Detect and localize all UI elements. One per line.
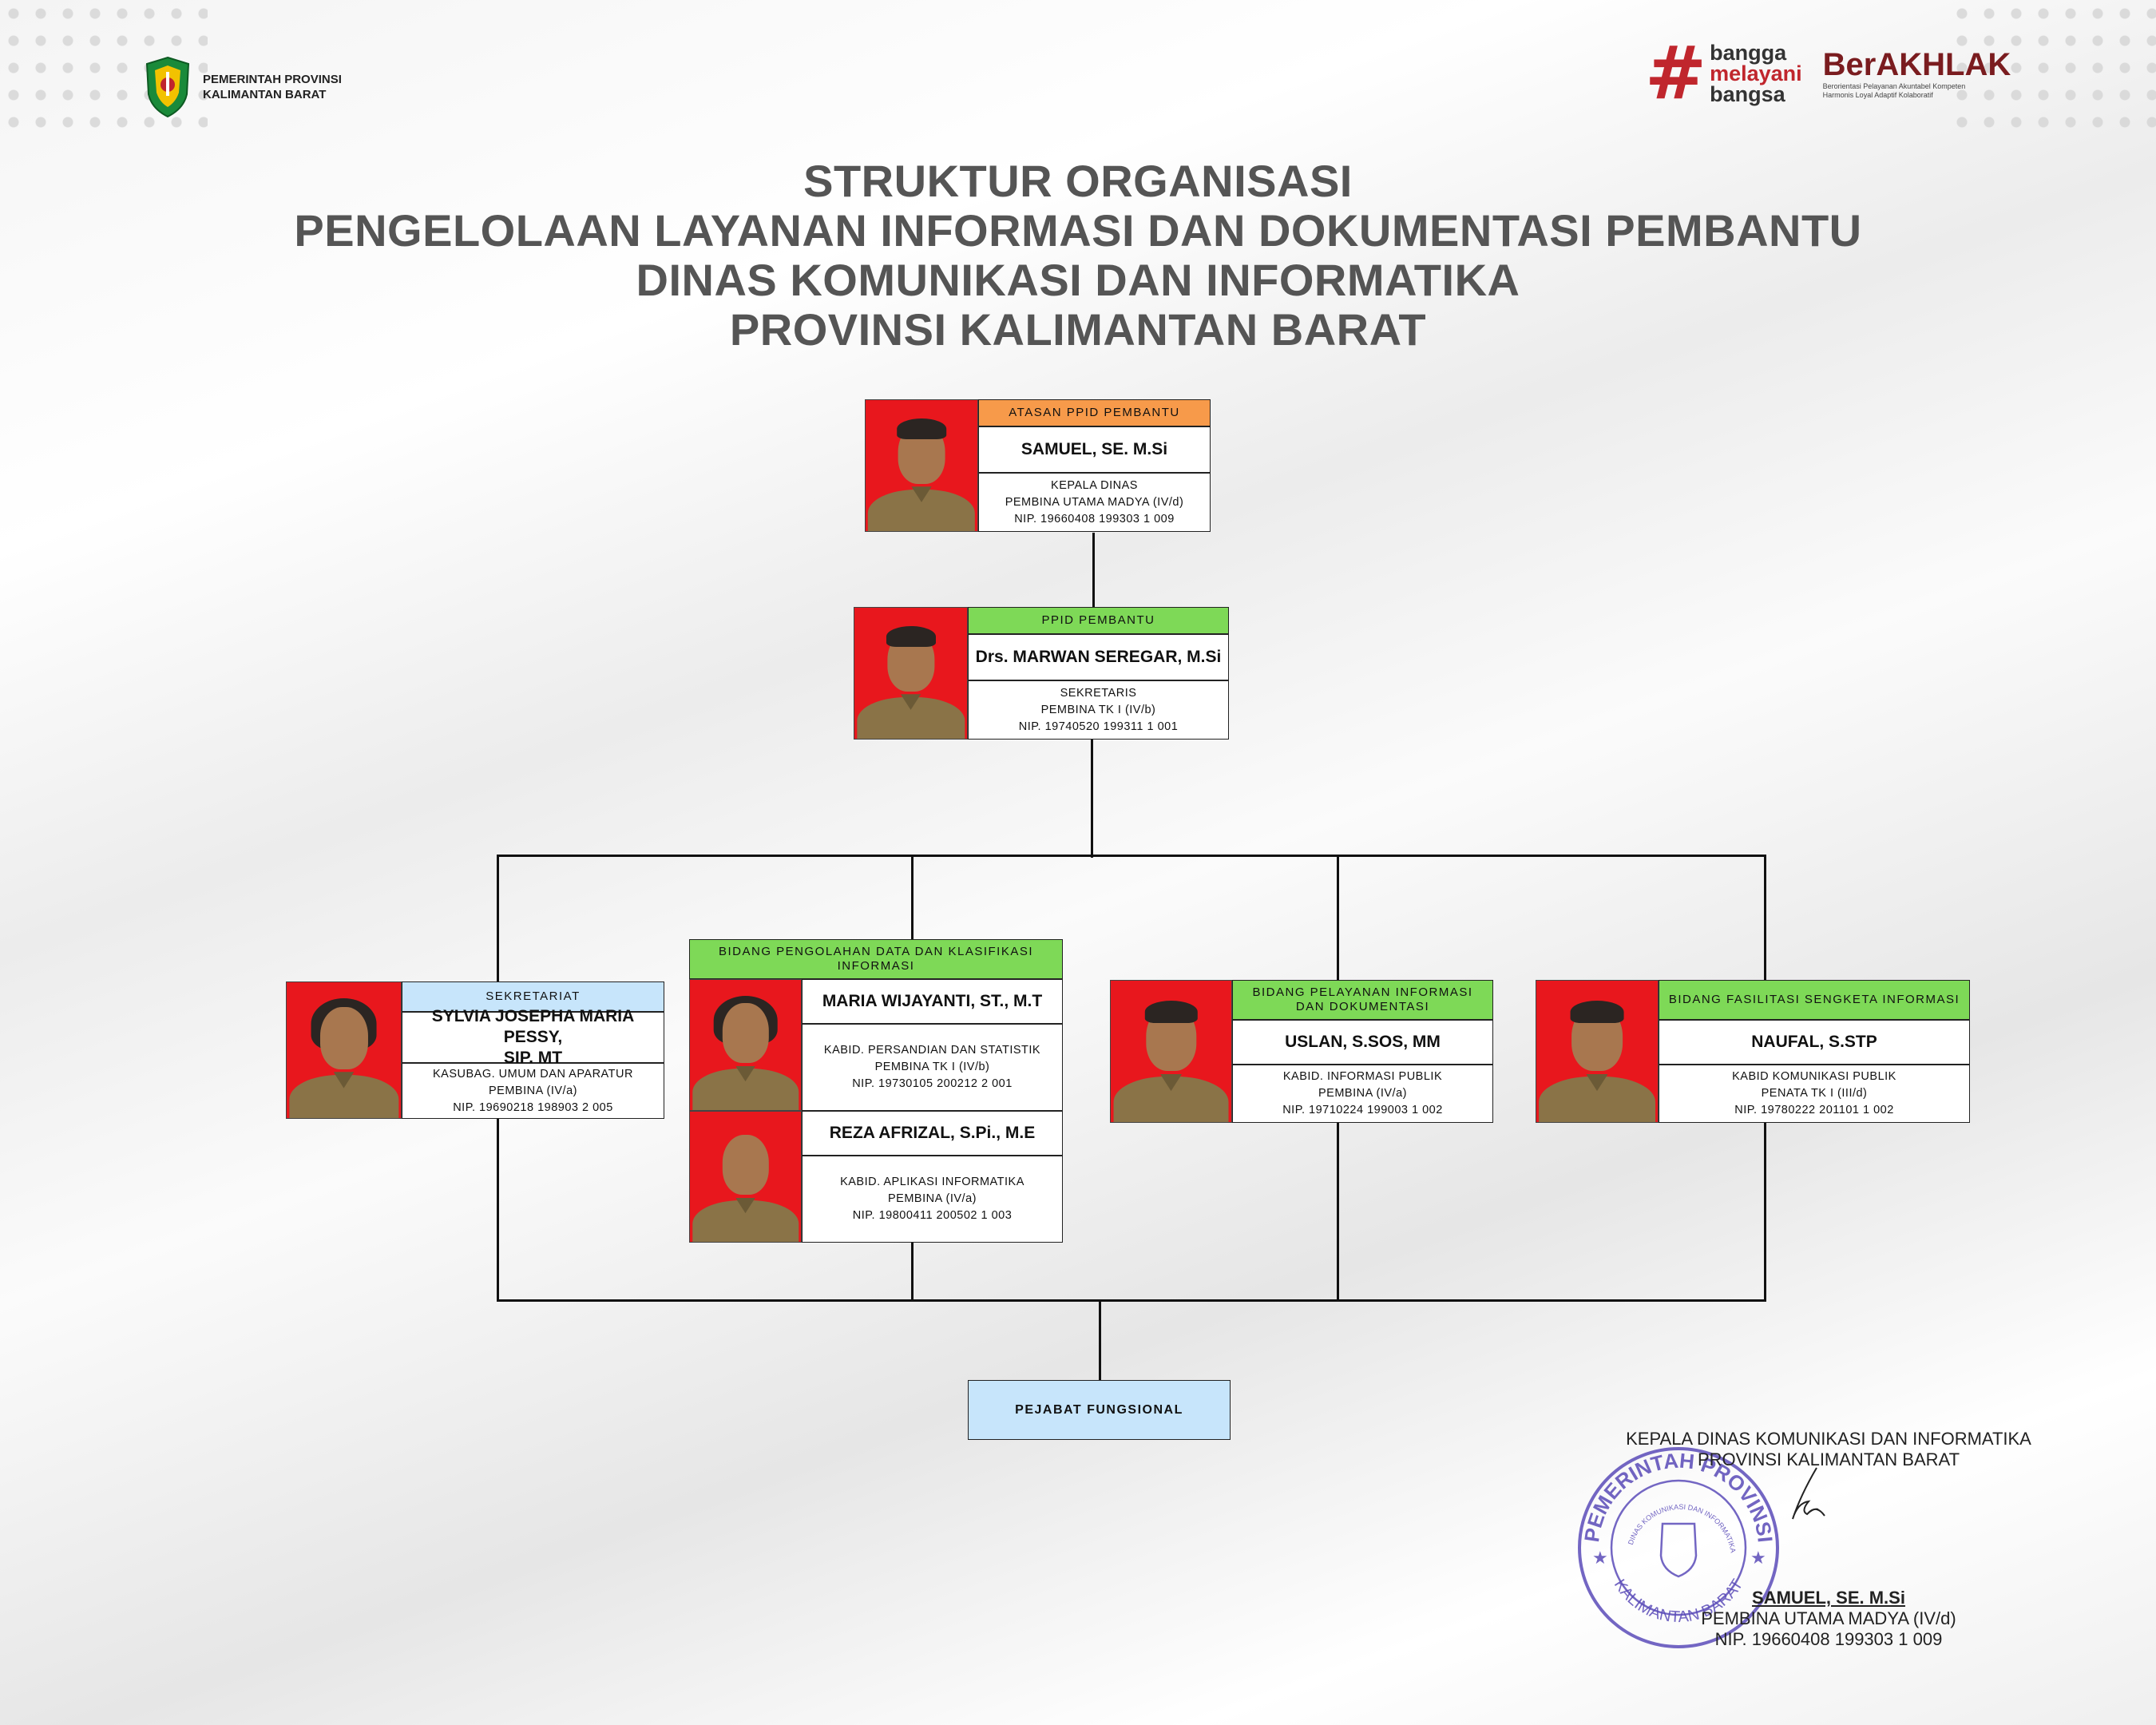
detail-line2: PEMBINA (IV/a)	[1318, 1087, 1407, 1100]
detail-line2: PENATA TK I (III/d)	[1761, 1087, 1868, 1100]
detail-line3: NIP. 19710224 199003 1 002	[1282, 1104, 1443, 1116]
node-pejabat-fungsional: PEJABAT FUNGSIONAL	[968, 1380, 1231, 1440]
bangga-melayani-bangsa-logo: # bangga melayani bangsa	[1645, 30, 1802, 116]
detail-line2: PEMBINA UTAMA MADYA (IV/d)	[1005, 495, 1184, 509]
node-detail: KEPALA DINAS PEMBINA UTAMA MADYA (IV/d) …	[978, 473, 1211, 532]
signature-official: SAMUEL, SE. M.Si PEMBINA UTAMA MADYA (IV…	[1629, 1588, 2028, 1650]
berakhlak-sub1: Berorientasi Pelayanan Akuntabel Kompete…	[1822, 82, 1966, 90]
page-title: STRUKTUR ORGANISASI PENGELOLAAN LAYANAN …	[0, 157, 2156, 355]
signature-line1: KEPALA DINAS KOMUNIKASI DAN INFORMATIKA	[1626, 1429, 2031, 1449]
photo-reza	[689, 1111, 802, 1243]
signature-line2: PROVINSI KALIMANTAN BARAT	[1697, 1449, 1960, 1469]
node-detail: KABID KOMUNIKASI PUBLIK PENATA TK I (III…	[1659, 1065, 1970, 1123]
detail-line1: KABID. PERSANDIAN DAN STATISTIK	[823, 1044, 1041, 1057]
connector-bottom-bus	[497, 1299, 1766, 1302]
connector-fungsional	[1099, 1299, 1101, 1381]
node-header: BIDANG FASILITASI SENGKETA INFORMASI	[1659, 980, 1970, 1020]
header-line2: INFORMASI	[837, 959, 915, 973]
node-name: Drs. MARWAN SEREGAR, M.Si	[968, 634, 1229, 680]
detail-line1: KABID. APLIKASI INFORMATIKA	[840, 1176, 1024, 1188]
title-line3: DINAS KOMUNIKASI DAN INFORMATIKA	[636, 255, 1520, 305]
hashtag-icon: #	[1645, 30, 1707, 116]
bangga-word2: melayani	[1710, 61, 1802, 85]
berakhlak-sub2: Harmonis Loyal Adaptif Kolaboratif	[1822, 91, 1933, 99]
detail-line1: KEPALA DINAS	[1051, 478, 1138, 492]
detail-line3: NIP. 19730105 200212 2 001	[852, 1077, 1013, 1090]
detail-line1: KABID KOMUNIKASI PUBLIK	[1732, 1070, 1896, 1083]
berakhlak-logo: BerAKHLAK Berorientasi Pelayanan Akuntab…	[1823, 47, 2011, 100]
name-line1: SYLVIA JOSEPHA MARIA PESSY,	[431, 1007, 635, 1046]
gov-logo-line1: PEMERINTAH PROVINSI	[203, 73, 342, 86]
handwritten-signature	[1792, 1467, 1825, 1520]
detail-line2: PEMBINA (IV/a)	[888, 1192, 977, 1205]
node-header: PPID PEMBANTU	[968, 607, 1229, 634]
bangga-word3: bangsa	[1710, 82, 1785, 106]
node-header: SEKRETARIAT	[402, 981, 664, 1012]
title-line2: PENGELOLAAN LAYANAN INFORMASI DAN DOKUME…	[294, 205, 1862, 256]
detail-line3: NIP. 19740520 199311 1 001	[1018, 720, 1179, 733]
detail-line3: NIP. 19800411 200502 1 003	[852, 1209, 1013, 1222]
detail-line3: NIP. 19780222 201101 1 002	[1734, 1104, 1894, 1116]
signature-name: SAMUEL, SE. M.Si	[1752, 1588, 1905, 1608]
node-name: USLAN, S.SOS, MM	[1232, 1020, 1493, 1065]
detail-line1: KASUBAG. UMUM DAN APARATUR	[433, 1067, 633, 1081]
decorative-dots-right	[1948, 0, 2156, 144]
detail-line3: NIP. 19690218 198903 2 005	[453, 1100, 613, 1114]
bangga-word1: bangga	[1710, 41, 1787, 65]
photo-maria	[689, 979, 802, 1111]
svg-text:★: ★	[1592, 1548, 1608, 1568]
photo-samuel	[865, 399, 978, 532]
berakhlak-title: BerAKHLAK	[1822, 47, 2011, 82]
title-line1: STRUKTUR ORGANISASI	[803, 156, 1353, 206]
detail-line2: PEMBINA (IV/a)	[489, 1084, 577, 1097]
photo-uslan	[1110, 980, 1232, 1123]
node-header: ATASAN PPID PEMBANTU	[978, 399, 1211, 426]
node-name: SYLVIA JOSEPHA MARIA PESSY, SIP, MT	[402, 1007, 664, 1067]
node-detail: KABID. INFORMASI PUBLIK PEMBINA (IV/a) N…	[1232, 1065, 1493, 1123]
detail-line1: SEKRETARIS	[1060, 686, 1137, 700]
header-line1: BIDANG PENGOLAHAN DATA DAN KLASIFIKASI	[718, 945, 1034, 958]
node-detail: KASUBAG. UMUM DAN APARATUR PEMBINA (IV/a…	[402, 1063, 664, 1119]
signature-rank: PEMBINA UTAMA MADYA (IV/d)	[1701, 1608, 1956, 1628]
node-name: REZA AFRIZAL, S.Pi., M.E	[802, 1111, 1063, 1156]
photo-marwan	[854, 607, 968, 740]
node-detail: SEKRETARIS PEMBINA TK I (IV/b) NIP. 1974…	[968, 680, 1229, 740]
detail-line2: PEMBINA TK I (IV/b)	[874, 1061, 990, 1073]
kalbar-emblem-icon	[145, 56, 190, 118]
node-name: NAUFAL, S.STP	[1659, 1020, 1970, 1065]
detail-line3: NIP. 19660408 199303 1 009	[1014, 512, 1175, 525]
connector-top-bus	[497, 855, 1766, 857]
connector-atasan-ppid	[1092, 533, 1095, 608]
node-detail: KABID. PERSANDIAN DAN STATISTIK PEMBINA …	[802, 1024, 1063, 1111]
photo-naufal	[1536, 980, 1659, 1123]
title-line4: PROVINSI KALIMANTAN BARAT	[729, 304, 1427, 355]
node-header: BIDANG PELAYANAN INFORMASI DAN DOKUMENTA…	[1232, 980, 1493, 1020]
header-line1: BIDANG PELAYANAN INFORMASI	[1252, 985, 1473, 999]
photo-sylvia	[286, 981, 402, 1119]
node-header: BIDANG PENGOLAHAN DATA DAN KLASIFIKASI I…	[689, 939, 1063, 979]
svg-text:★: ★	[1750, 1548, 1766, 1568]
node-name: MARIA WIJAYANTI, ST., M.T	[802, 979, 1063, 1024]
right-logos: # bangga melayani bangsa BerAKHLAK Beror…	[1645, 30, 2011, 116]
stamp-text-inner: DINAS KOMUNIKASI DAN INFORMATIKA	[1627, 1503, 1738, 1553]
connector-ppid-branch	[1091, 740, 1093, 858]
node-detail: KABID. APLIKASI INFORMATIKA PEMBINA (IV/…	[802, 1156, 1063, 1243]
detail-line2: PEMBINA TK I (IV/b)	[1040, 703, 1156, 716]
signature-nip: NIP. 19660408 199303 1 009	[1714, 1629, 1943, 1649]
detail-line1: KABID. INFORMASI PUBLIK	[1282, 1070, 1443, 1083]
name-line2: SIP, MT	[503, 1049, 563, 1067]
connector-col2-bottom	[911, 1243, 914, 1302]
node-name: SAMUEL, SE. M.Si	[978, 426, 1211, 473]
header-line2: DAN DOKUMENTASI	[1295, 1000, 1430, 1013]
connector-col2-top	[911, 855, 914, 939]
gov-logo-line2: KALIMANTAN BARAT	[203, 88, 327, 101]
official-stamp: PEMERINTAH PROVINSI KALIMANTAN BARAT DIN…	[1578, 1447, 1779, 1648]
svg-text:DINAS KOMUNIKASI DAN INFORMATI: DINAS KOMUNIKASI DAN INFORMATIKA	[1627, 1503, 1738, 1553]
signature-block: KEPALA DINAS KOMUNIKASI DAN INFORMATIKA …	[1549, 1429, 2108, 1470]
gov-logo: PEMERINTAH PROVINSI KALIMANTAN BARAT	[144, 56, 342, 118]
